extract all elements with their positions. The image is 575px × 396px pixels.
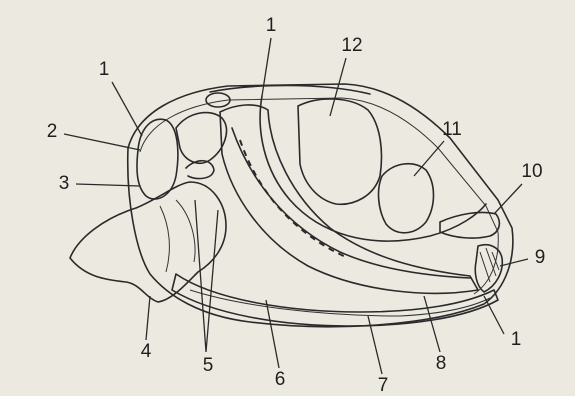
label-1-right: 1 [511, 329, 522, 350]
lower-mantle-edge [172, 274, 498, 326]
label-6: 6 [275, 369, 286, 390]
leader-8 [424, 296, 440, 352]
label-9: 9 [535, 247, 546, 268]
anterior-adductor-muscle [137, 119, 178, 199]
foot [70, 182, 226, 302]
leader-2 [64, 134, 140, 150]
label-2: 2 [47, 121, 58, 142]
visceral-mass [298, 99, 382, 204]
leader-9 [500, 259, 528, 266]
label-8: 8 [436, 353, 447, 374]
label-7: 7 [378, 375, 389, 396]
leader-11 [414, 141, 444, 176]
gonad-tissue [379, 164, 434, 233]
label-5: 5 [203, 355, 214, 376]
label-1-left: 1 [99, 59, 110, 80]
gills [220, 105, 478, 293]
label-11: 11 [442, 119, 462, 140]
siphons [440, 212, 502, 292]
label-10: 10 [521, 161, 542, 182]
leader-4 [146, 296, 150, 340]
leader-5 [195, 200, 218, 352]
label-3: 3 [59, 173, 70, 194]
leader-1-left [112, 82, 142, 136]
leader-3 [76, 184, 140, 186]
label-1-top: 1 [266, 15, 277, 36]
label-4: 4 [141, 341, 152, 362]
label-12: 12 [341, 35, 362, 56]
leader-6 [266, 300, 279, 368]
leader-1-top [262, 38, 271, 96]
